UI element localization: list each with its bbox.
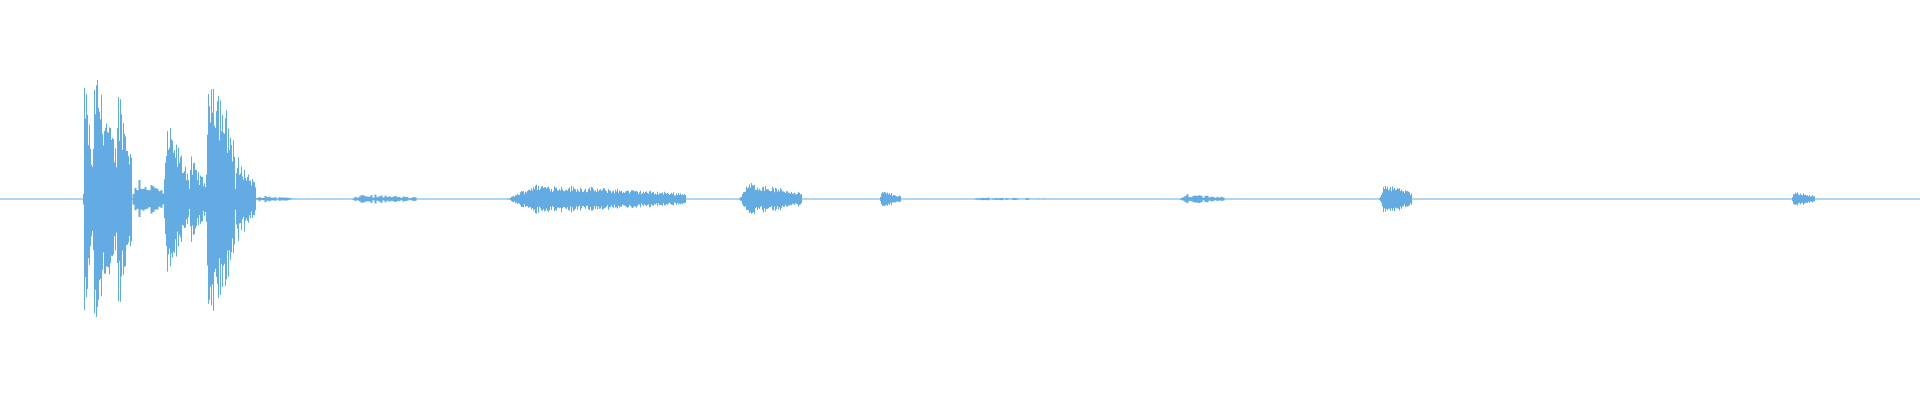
- waveform-segment: [91, 80, 116, 317]
- waveform-segment: [254, 196, 293, 203]
- waveform-peaks: [83, 80, 1815, 317]
- waveform-segment: [350, 194, 417, 204]
- waveform-segment: [130, 179, 165, 218]
- waveform-segment: [188, 156, 206, 242]
- waveform-segment: [739, 183, 802, 214]
- waveform-segment: [234, 157, 256, 241]
- waveform-segment: [879, 192, 901, 206]
- waveform-segment: [83, 87, 92, 311]
- waveform-segment: [507, 184, 686, 214]
- waveform-segment: [1379, 185, 1412, 213]
- waveform-segment: [115, 97, 132, 302]
- waveform-segment: [163, 128, 189, 272]
- waveform-segment: [969, 197, 1048, 201]
- waveform-segment: [1791, 192, 1815, 206]
- waveform-segment: [1178, 194, 1225, 204]
- waveform-segment: [205, 88, 235, 311]
